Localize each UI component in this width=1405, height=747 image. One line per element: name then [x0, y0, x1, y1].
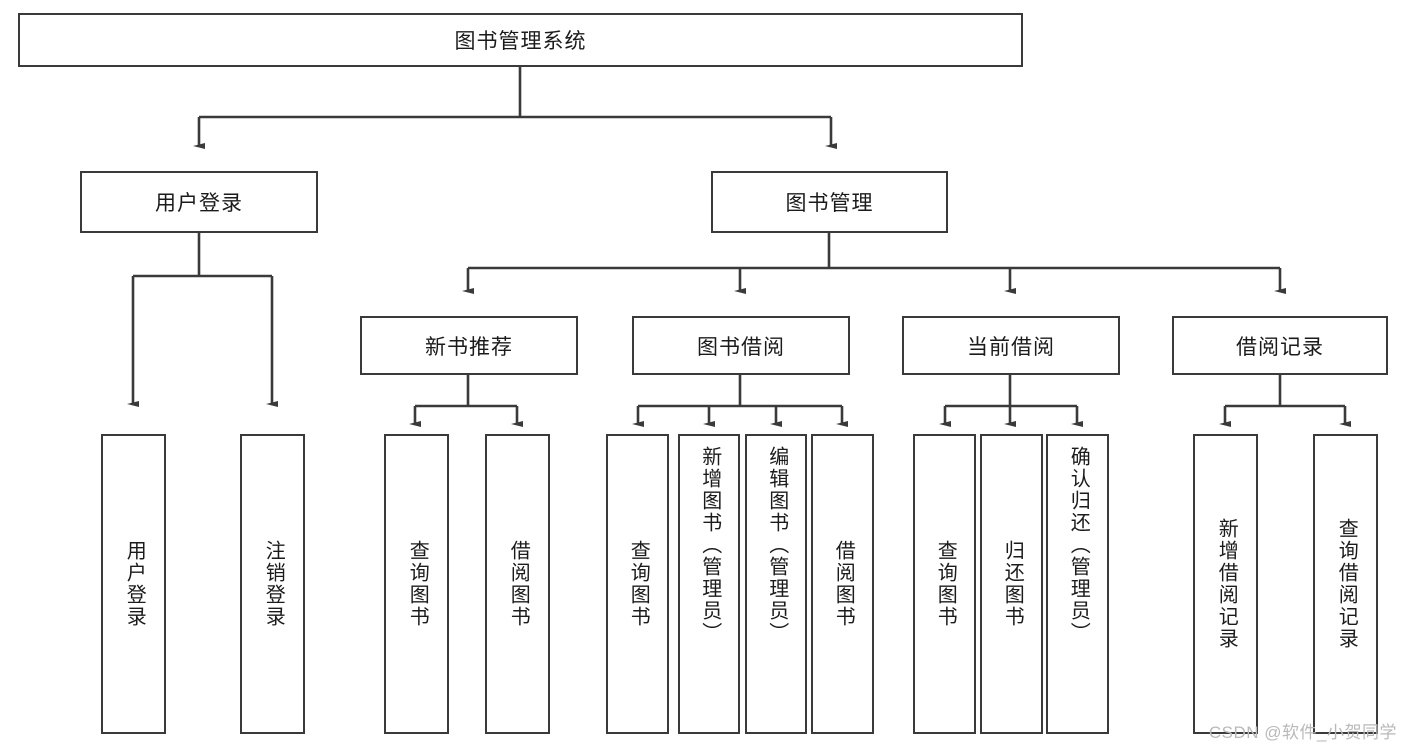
node-label: 图书管理系统 [454, 30, 587, 53]
node-label: 新书推荐 [425, 335, 513, 359]
node-label: 当前借阅 [967, 335, 1055, 359]
leaf-borrow-book[interactable]: 借阅图书 [811, 434, 874, 734]
leaf-label: 新增借阅记录 [1215, 518, 1238, 650]
leaf-label: 注销登录 [262, 540, 285, 628]
leaf-add-borrow-record[interactable]: 新增借阅记录 [1193, 434, 1258, 734]
leaf-query-book-recommend[interactable]: 查询图书 [384, 434, 449, 734]
leaf-label: 新增图书（管理员） [698, 446, 721, 644]
leaf-confirm-return-admin[interactable]: 确认归还（管理员） [1046, 434, 1109, 734]
leaf-edit-book-admin[interactable]: 编辑图书（管理员） [745, 434, 807, 734]
leaf-label: 查询图书 [627, 540, 650, 628]
watermark-text: CSDN @软件_小贺同学 [1208, 723, 1397, 742]
leaf-query-book-current[interactable]: 查询图书 [913, 434, 976, 734]
leaf-user-login[interactable]: 用户登录 [101, 434, 166, 734]
leaf-return-book[interactable]: 归还图书 [980, 434, 1043, 734]
node-label: 图书管理 [785, 192, 874, 215]
leaf-label: 确认归还（管理员） [1067, 446, 1090, 644]
leaf-query-borrow-record[interactable]: 查询借阅记录 [1313, 434, 1378, 734]
node-book-borrow[interactable]: 图书借阅 [632, 316, 850, 375]
node-borrow-record[interactable]: 借阅记录 [1172, 316, 1388, 375]
leaf-add-book-admin[interactable]: 新增图书（管理员） [678, 434, 740, 734]
node-new-book-recommend[interactable]: 新书推荐 [360, 316, 578, 375]
leaf-label: 借阅图书 [507, 540, 530, 628]
leaf-label: 借阅图书 [832, 540, 855, 628]
node-label: 图书借阅 [697, 335, 785, 359]
leaf-borrow-book-recommend[interactable]: 借阅图书 [485, 434, 550, 734]
node-user-login[interactable]: 用户登录 [80, 171, 318, 233]
node-root-system[interactable]: 图书管理系统 [18, 13, 1023, 67]
leaf-label: 查询借阅记录 [1335, 518, 1358, 650]
leaf-label: 用户登录 [123, 540, 146, 628]
node-current-borrow[interactable]: 当前借阅 [902, 316, 1120, 375]
leaf-label: 查询图书 [934, 540, 957, 628]
leaf-logout[interactable]: 注销登录 [240, 434, 305, 734]
leaf-label: 查询图书 [406, 540, 429, 628]
node-label: 借阅记录 [1236, 335, 1324, 359]
leaf-query-book-borrow[interactable]: 查询图书 [606, 434, 669, 734]
leaf-label: 编辑图书（管理员） [765, 446, 788, 644]
leaf-label: 归还图书 [1001, 540, 1024, 628]
node-label: 用户登录 [155, 192, 243, 215]
node-book-manage[interactable]: 图书管理 [711, 171, 948, 233]
